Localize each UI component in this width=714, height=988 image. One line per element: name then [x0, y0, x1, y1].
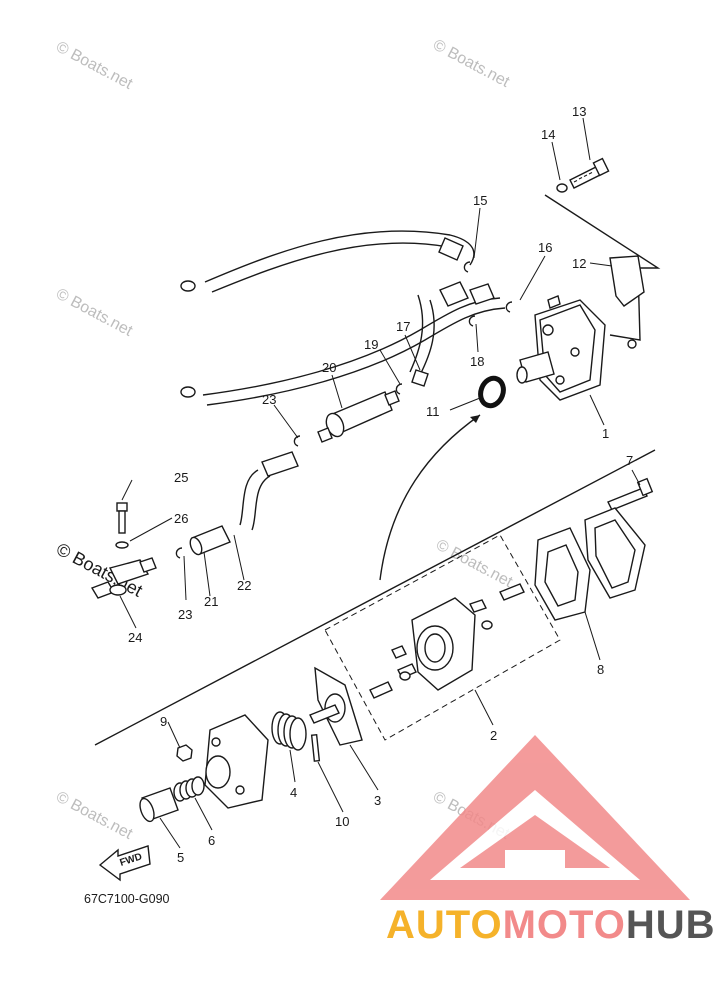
automotohub-logo-mark	[380, 735, 690, 900]
spring-6	[173, 776, 205, 802]
watermark: © Boats.net	[53, 286, 135, 341]
callout-13: 13	[572, 104, 586, 119]
callout-17: 17	[396, 319, 410, 334]
callout-16: 16	[538, 240, 552, 255]
watermark: © Boats.net	[53, 789, 135, 844]
callout-9: 9	[160, 714, 167, 729]
callout-15: 15	[473, 193, 487, 208]
bracket-12	[544, 194, 661, 349]
bolt-13	[569, 157, 610, 189]
kit-box-2	[324, 534, 561, 741]
joint-24	[90, 557, 157, 599]
fuel-filter-20	[317, 390, 400, 443]
o-ring-11	[478, 375, 506, 409]
watermark: © Boats.net	[53, 39, 135, 94]
callout-3: 3	[374, 793, 381, 808]
washer-14	[556, 183, 568, 193]
callout-4: 4	[290, 785, 297, 800]
gasket-8	[534, 527, 591, 621]
cover-plate	[584, 507, 646, 599]
callout-26: 26	[174, 511, 188, 526]
callout-5: 5	[177, 850, 184, 865]
logo-moto: MOTO	[502, 903, 626, 947]
callout-25: 25	[174, 470, 188, 485]
callout-20: 20	[322, 360, 336, 375]
logo-auto: AUTO	[386, 903, 503, 947]
section-divider	[94, 449, 656, 746]
fuel-pump-body-1	[516, 295, 606, 401]
callout-24: 24	[128, 630, 142, 645]
callout-11: 11	[426, 404, 440, 419]
callout-numbers: 1 2 3 4 5 6 7 8 9 10 11 12 13 14 15 16 1…	[128, 104, 633, 865]
bolt-25	[116, 502, 128, 534]
callout-leaders	[119, 117, 641, 849]
washer-26	[115, 541, 129, 549]
callout-21: 21	[204, 594, 218, 609]
clips	[175, 261, 513, 559]
pin-10	[310, 733, 321, 762]
forward-direction-arrow: FWD	[98, 845, 151, 882]
cap-5	[139, 787, 179, 823]
diaphragm-3	[309, 666, 363, 746]
housing	[204, 714, 269, 809]
bolt-7	[607, 477, 654, 511]
callout-22: 22	[237, 578, 251, 593]
automotohub-logo-text: AUTOMOTOHUB	[386, 903, 714, 948]
leader-line-1	[379, 414, 481, 581]
callout-10: 10	[335, 814, 349, 829]
callout-8: 8	[597, 662, 604, 677]
callout-14: 14	[541, 127, 555, 142]
callout-19: 19	[364, 337, 378, 352]
callout-7: 7	[626, 453, 633, 468]
fuel-hose-upper	[180, 230, 506, 406]
callout-23-upper: 23	[262, 392, 276, 407]
callout-2: 2	[490, 728, 497, 743]
watermark: © Boats.net	[430, 37, 512, 92]
callout-1: 1	[602, 426, 609, 441]
diagram-code: 67C7100-G090	[84, 892, 170, 906]
nut-9	[176, 744, 193, 762]
logo-hub: HUB	[625, 903, 714, 947]
callout-6: 6	[208, 833, 215, 848]
pump-body-2	[369, 583, 525, 699]
arrowhead	[470, 415, 480, 423]
callout-12: 12	[572, 256, 586, 271]
callout-23-lower: 23	[178, 607, 192, 622]
spring-4	[271, 711, 307, 751]
callout-18: 18	[470, 354, 484, 369]
fuel-hose-lower	[189, 451, 299, 556]
